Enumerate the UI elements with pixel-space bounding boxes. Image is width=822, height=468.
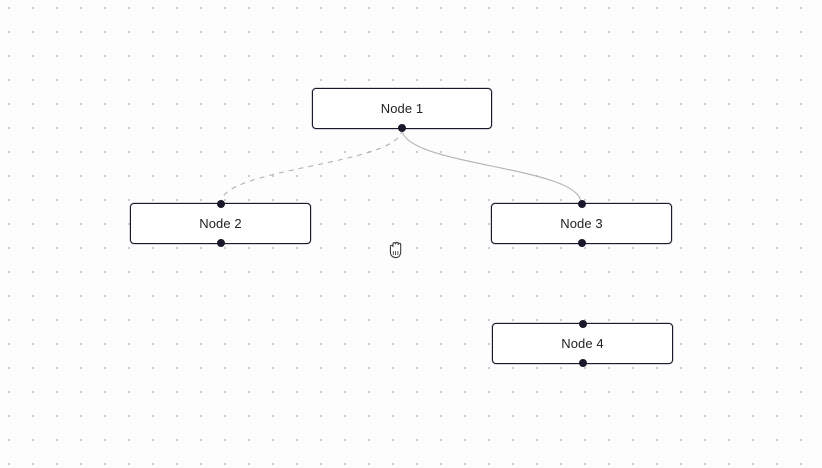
node-4[interactable]: Node 4 xyxy=(492,320,673,367)
edge-node1-node3[interactable] xyxy=(401,128,582,204)
node-4-target-handle-top[interactable] xyxy=(578,320,587,328)
node-1[interactable]: Node 1 xyxy=(312,88,492,132)
node-4-source-handle-bottom[interactable] xyxy=(578,359,587,367)
node-2-source-handle-bottom[interactable] xyxy=(216,239,225,247)
node-1-label: Node 1 xyxy=(380,101,424,116)
node-3[interactable]: Node 3 xyxy=(491,200,672,247)
grab-hand-cursor-icon xyxy=(387,239,407,263)
node-1-source-handle-bottom[interactable] xyxy=(398,124,406,132)
node-3-target-handle-top[interactable] xyxy=(577,200,586,208)
edge-node1-node2[interactable] xyxy=(220,128,403,204)
node-2-label: Node 2 xyxy=(199,216,242,231)
node-4-label: Node 4 xyxy=(561,336,604,351)
node-2[interactable]: Node 2 xyxy=(130,200,311,247)
node-3-source-handle-bottom[interactable] xyxy=(577,239,586,247)
node-3-label: Node 3 xyxy=(560,216,603,231)
node-2-target-handle-top[interactable] xyxy=(216,200,225,208)
